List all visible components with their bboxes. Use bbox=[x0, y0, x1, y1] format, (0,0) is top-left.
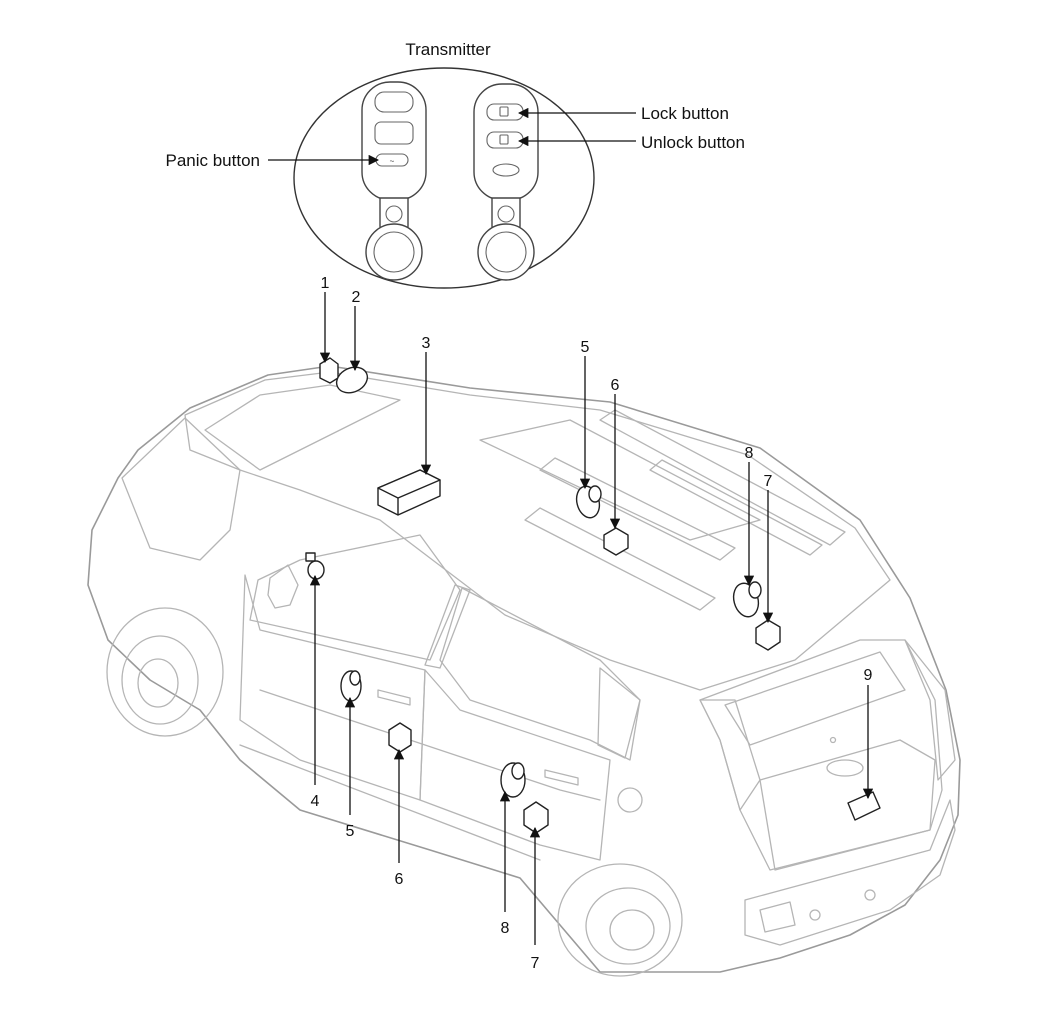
callout-1: 1 bbox=[321, 275, 330, 292]
callout-8-left: 8 bbox=[501, 920, 510, 937]
vehicle-outline bbox=[87, 365, 961, 977]
part-7-switch-left bbox=[523, 801, 549, 834]
transmitter-title: Transmitter bbox=[405, 40, 491, 59]
part-3-module bbox=[377, 469, 441, 516]
brand-emblem bbox=[492, 163, 520, 177]
callout-8-right: 8 bbox=[745, 445, 754, 462]
callout-5-right: 5 bbox=[581, 339, 590, 356]
callout-7-left: 7 bbox=[531, 955, 540, 972]
callout-5-left: 5 bbox=[346, 823, 355, 840]
part-8-actuator-right bbox=[732, 581, 762, 618]
unlock-button-label: Unlock button bbox=[641, 133, 745, 152]
part-8-actuator-left bbox=[500, 762, 526, 798]
part-5-actuator-right bbox=[575, 485, 602, 519]
part-5-actuator-left bbox=[340, 670, 362, 702]
callout-9: 9 bbox=[864, 667, 873, 684]
part-1-sensor bbox=[319, 357, 339, 384]
transmitter-inset-circle bbox=[293, 67, 595, 289]
callout-4: 4 bbox=[311, 793, 320, 810]
callout-2: 2 bbox=[352, 289, 361, 306]
callout-7-right: 7 bbox=[764, 473, 773, 490]
components bbox=[305, 357, 881, 834]
part-2-receiver bbox=[335, 366, 369, 394]
svg-text:~: ~ bbox=[390, 157, 395, 166]
part-4-sensor bbox=[305, 552, 325, 580]
panic-button-label: Panic button bbox=[165, 151, 260, 170]
lock-button-label: Lock button bbox=[641, 104, 729, 123]
part-6-switch-left bbox=[388, 722, 412, 753]
callout-leaders bbox=[309, 292, 874, 945]
part-9-tailgate-switch bbox=[847, 791, 881, 821]
transmitter-back-view: ~ bbox=[361, 81, 427, 281]
transmitter-inset: ~ Panic button Lock button Unlock button bbox=[165, 67, 745, 289]
callout-6-left: 6 bbox=[395, 871, 404, 888]
callout-6-right: 6 bbox=[611, 377, 620, 394]
callout-3: 3 bbox=[422, 335, 431, 352]
callout-numbers: 1 2 3 5 6 8 7 9 4 5 6 8 7 bbox=[311, 275, 873, 972]
part-7-switch-right bbox=[755, 619, 781, 651]
